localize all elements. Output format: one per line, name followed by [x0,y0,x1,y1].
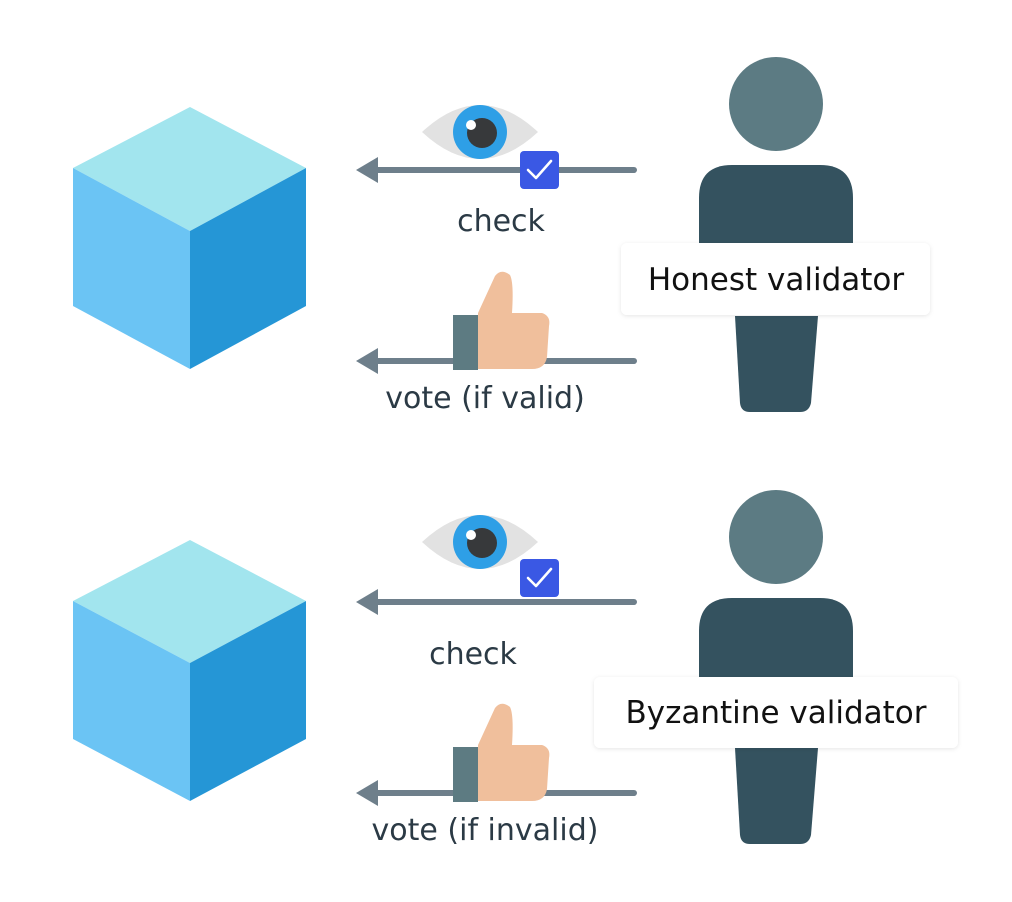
thumbs-up-icon [453,271,550,370]
eye-icon [422,515,538,569]
block-cube-icon [73,107,306,369]
role-label: Byzantine validator [626,695,927,731]
check-label: check [429,637,517,672]
check-arrow [356,157,637,183]
role-label-box: Byzantine validator [594,677,958,748]
role-label-box: Honest validator [621,243,930,315]
thumbs-up-icon [453,703,550,802]
checkbox-icon [520,151,559,189]
scenario-honest: check vote (if valid) Honest validator [73,57,930,416]
vote-label: vote (if valid) [385,381,585,416]
eye-icon [422,105,538,159]
scenario-byzantine: check vote (if invalid) Byzantine valida… [73,490,958,848]
block-cube-icon [73,540,306,801]
checkbox-icon [520,559,559,597]
check-label: check [457,204,545,239]
role-label: Honest validator [648,262,905,298]
person-icon [699,57,853,412]
vote-label: vote (if invalid) [372,813,599,848]
check-arrow [356,589,637,615]
person-icon [699,490,853,844]
